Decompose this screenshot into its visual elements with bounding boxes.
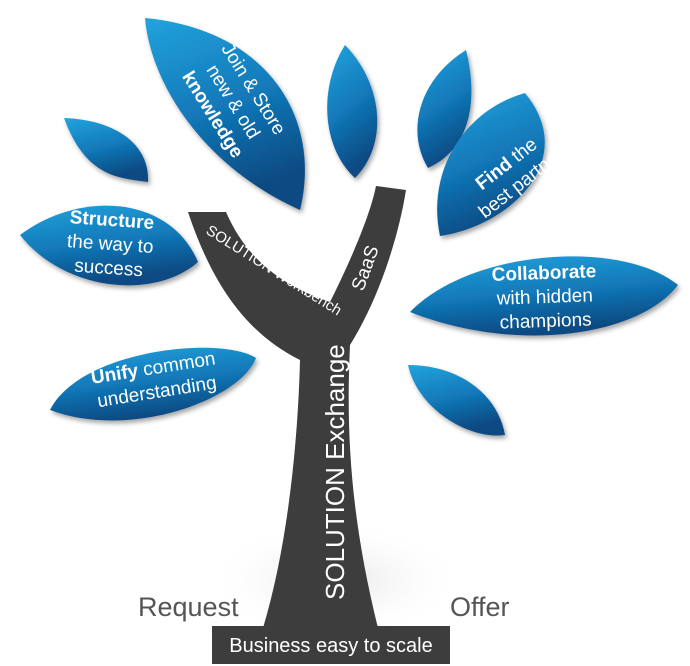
collaborate-line-3: champions bbox=[499, 309, 592, 333]
collaborate-line-2: with hidden bbox=[495, 285, 593, 309]
collaborate-line-1: Collaborate bbox=[491, 261, 596, 286]
leaf-small-top-right bbox=[417, 50, 472, 168]
structure-line-3: success bbox=[74, 256, 144, 282]
leaf-knowledge bbox=[145, 18, 305, 210]
leaf-collaborate-text: Collaborate with hidden champions bbox=[491, 261, 596, 333]
trunk-exchange-label: SOLUTION Exchange bbox=[320, 344, 350, 600]
leaf-collaborate bbox=[410, 256, 678, 336]
tree-trunk bbox=[188, 186, 406, 628]
leaf-structure bbox=[20, 205, 198, 286]
leaf-small-top-center bbox=[327, 45, 378, 178]
request-label: Request bbox=[138, 592, 239, 622]
leaf-small-bottom-right bbox=[408, 365, 505, 436]
leaf-small-left-top bbox=[64, 118, 149, 182]
leaf-structure-text: Structure the way to success bbox=[66, 207, 154, 282]
base-label: Business easy to scale bbox=[229, 635, 432, 657]
base-bar bbox=[212, 626, 450, 664]
offer-label: Offer bbox=[450, 592, 510, 622]
leaf-find bbox=[437, 93, 545, 236]
leaf-unify bbox=[50, 347, 256, 421]
